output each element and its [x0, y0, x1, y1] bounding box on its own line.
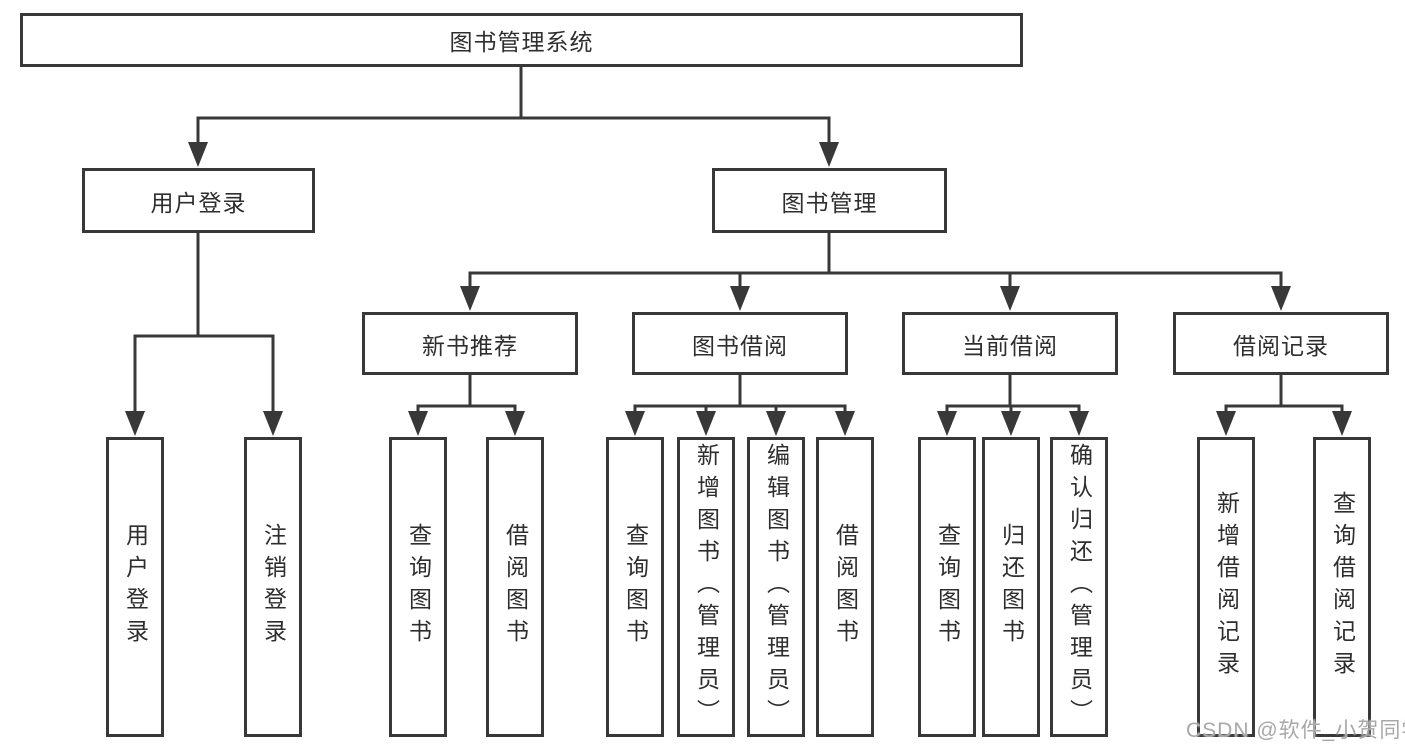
node-borrowing-records-label: 借阅记录: [1233, 332, 1329, 359]
leaf-add-book-admin: 新增图书（管理员）: [677, 437, 735, 737]
leaf-query-book-borrowing: 查询图书: [606, 437, 664, 737]
node-book-management: 图书管理: [712, 168, 947, 233]
leaf-return-book-label: 归还图书: [998, 523, 1025, 651]
node-book-borrowing: 图书借阅: [632, 312, 848, 375]
leaf-borrow-book-recommend-label: 借阅图书: [502, 523, 529, 651]
leaf-add-borrow-record-label: 新增借阅记录: [1213, 491, 1240, 683]
leaf-query-book-recommend: 查询图书: [389, 437, 447, 737]
leaf-query-borrow-record: 查询借阅记录: [1313, 437, 1371, 737]
leaf-logout: 注销登录: [244, 437, 302, 737]
csdn-watermark: CSDN @软件_小贺同学: [1186, 719, 1405, 742]
node-book-borrowing-label: 图书借阅: [692, 332, 788, 359]
node-library-system-label: 图书管理系统: [449, 29, 594, 55]
leaf-user-login-label: 用户登录: [122, 523, 149, 651]
leaf-query-book-current: 查询图书: [918, 437, 976, 737]
node-current-borrowing-label: 当前借阅: [962, 332, 1058, 359]
node-library-system: 图书管理系统: [20, 13, 1023, 67]
leaf-confirm-return-admin-label: 确认归还（管理员）: [1066, 443, 1093, 731]
leaf-logout-label: 注销登录: [260, 523, 287, 651]
leaf-edit-book-admin-label: 编辑图书（管理员）: [763, 443, 790, 731]
node-borrowing-records: 借阅记录: [1173, 312, 1389, 375]
leaf-user-login: 用户登录: [106, 437, 164, 737]
leaf-edit-book-admin: 编辑图书（管理员）: [747, 437, 805, 737]
leaf-borrow-book-recommend: 借阅图书: [486, 437, 544, 737]
node-new-book-recommend-label: 新书推荐: [422, 332, 518, 359]
leaf-add-book-admin-label: 新增图书（管理员）: [693, 443, 720, 731]
leaf-query-borrow-record-label: 查询借阅记录: [1329, 491, 1356, 683]
leaf-borrow-book-label: 借阅图书: [832, 523, 859, 651]
node-new-book-recommend: 新书推荐: [362, 312, 578, 375]
leaf-query-book-current-label: 查询图书: [934, 523, 961, 651]
leaf-return-book: 归还图书: [982, 437, 1040, 737]
node-current-borrowing: 当前借阅: [902, 312, 1118, 375]
leaf-query-book-recommend-label: 查询图书: [405, 523, 432, 651]
node-book-management-label: 图书管理: [781, 189, 878, 216]
leaf-query-book-borrowing-label: 查询图书: [622, 523, 649, 651]
leaf-borrow-book: 借阅图书: [816, 437, 874, 737]
leaf-add-borrow-record: 新增借阅记录: [1197, 437, 1255, 737]
leaf-confirm-return-admin: 确认归还（管理员）: [1050, 437, 1108, 737]
node-user-login: 用户登录: [82, 168, 315, 233]
node-user-login-label: 用户登录: [150, 189, 247, 216]
